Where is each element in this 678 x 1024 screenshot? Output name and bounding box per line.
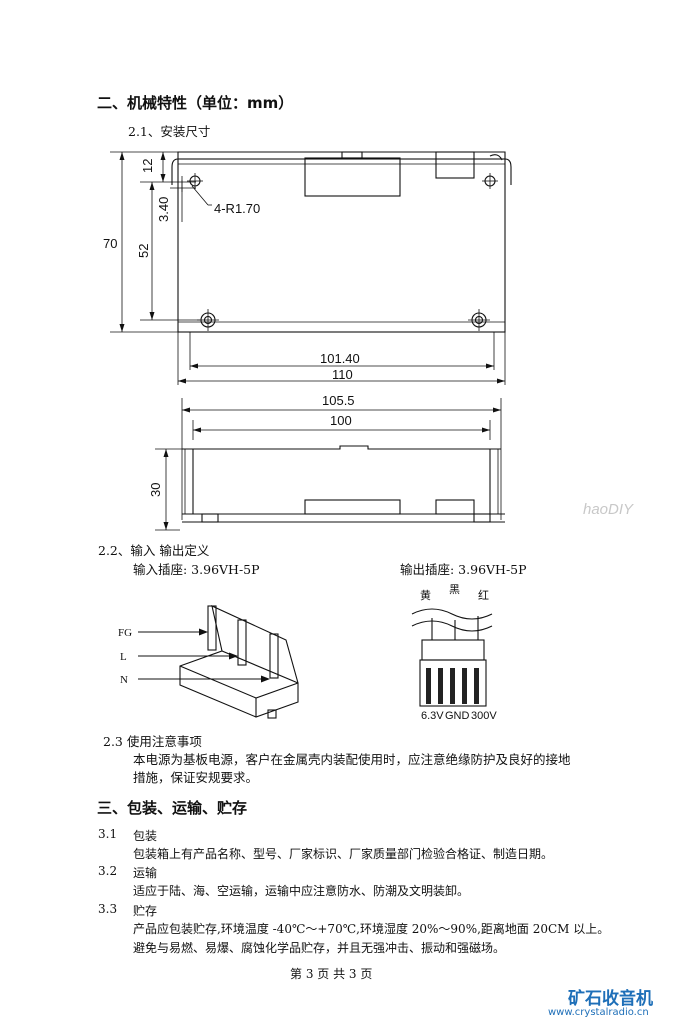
item-3-1-title: 包装 [133, 829, 158, 843]
pin-6-3v-label: 6.3V [421, 710, 444, 722]
dim-52: 52 [136, 244, 151, 258]
dim-hole: 4-R1.70 [214, 201, 260, 216]
input-connector-drawing [138, 605, 299, 719]
dim-70: 70 [103, 236, 117, 251]
wire-yellow-label: 黄 [420, 588, 431, 602]
usage-note-line-1: 本电源为基板电源，客户在金属壳内装配使用时，应注意绝缘防护及良好的接地 [133, 752, 571, 767]
item-3-1-number: 3.1 [98, 827, 118, 841]
pin-l-label: L [120, 651, 127, 663]
pin-fg-label: FG [118, 627, 132, 639]
item-3-2-text: 适应于陆、海、空运输，运输中应注意防水、防潮及文明装卸。 [133, 884, 470, 898]
item-3-2-number: 3.2 [98, 864, 118, 878]
dim-101-40: 101.40 [320, 351, 360, 366]
usage-notes-subtitle: 2.3 使用注意事项 [103, 734, 202, 749]
pin-gnd-label: GND [445, 710, 470, 722]
input-socket-label: 输入插座: 3.96VH-5P [133, 562, 260, 577]
usage-note-line-2: 措施，保证安规要求。 [133, 770, 259, 785]
brand-url: www.crystalradio.cn [548, 1007, 649, 1018]
item-3-3-text-1: 产品应包装贮存,环境温度 -40℃～+70℃,环境湿度 20%～90%,距离地面… [133, 922, 610, 936]
wire-black-label: 黑 [449, 583, 460, 596]
output-socket-label: 输出插座: 3.96VH-5P [400, 562, 527, 577]
section2-title: 二、机械特性（单位：mm） [97, 94, 294, 112]
io-definition-subtitle: 2.2、输入 输出定义 [98, 543, 210, 558]
dim-110: 110 [332, 367, 353, 382]
output-connector-drawing [411, 608, 493, 707]
item-3-3-number: 3.3 [98, 902, 118, 916]
install-size-subtitle: 2.1、安装尺寸 [128, 124, 211, 139]
pin-n-label: N [120, 674, 128, 686]
brand-watermark: 矿石收音机 [568, 989, 653, 1009]
pin-300v-label: 300V [471, 710, 497, 722]
watermark-haodiy: haoDIY [583, 501, 634, 518]
top-view [110, 151, 512, 385]
dim-12: 12 [140, 159, 155, 173]
item-3-3-title: 贮存 [133, 904, 158, 918]
page-number: 第 3 页 共 3 页 [290, 967, 373, 981]
dim-3-40: 3.40 [156, 197, 171, 222]
side-view [155, 398, 505, 531]
wire-red-label: 红 [478, 589, 489, 602]
item-3-2-title: 运输 [133, 866, 158, 880]
dim-100: 100 [330, 413, 352, 428]
section3-title: 三、包装、运输、贮存 [97, 799, 248, 817]
item-3-3-text-2: 避免与易燃、易爆、腐蚀化学品贮存，并且无强冲击、振动和强磁场。 [133, 941, 506, 955]
item-3-1-text: 包装箱上有产品名称、型号、厂家标识、厂家质量部门检验合格证、制造日期。 [133, 847, 554, 861]
dim-105-5: 105.5 [322, 393, 355, 408]
dim-30: 30 [148, 483, 163, 497]
